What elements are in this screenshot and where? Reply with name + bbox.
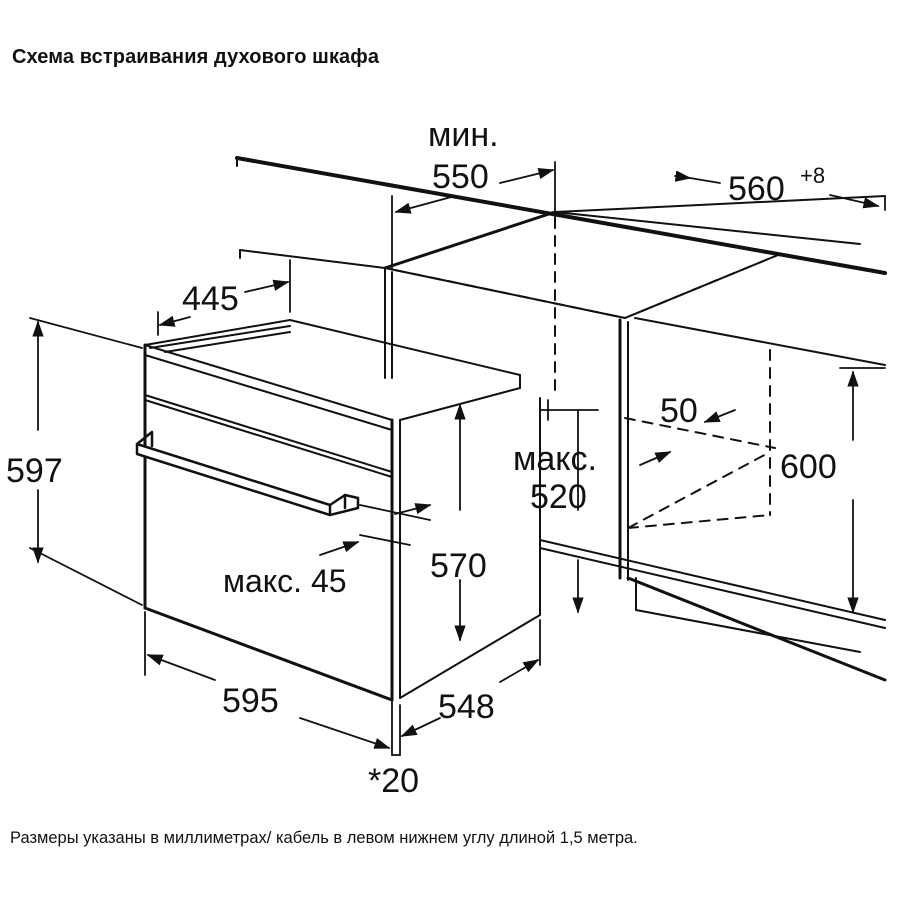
dimension-lines — [29, 161, 886, 756]
label-total-height: 597 — [6, 452, 63, 490]
niche-hidden-lines — [394, 217, 779, 529]
label-niche-height: 600 — [780, 448, 837, 486]
oven-handle — [135, 430, 360, 517]
label-min: мин. — [428, 116, 499, 154]
label-vent-gap: 50 — [660, 392, 698, 430]
label-depth-top: 445 — [182, 280, 239, 318]
label-niche-width: 560 — [728, 170, 785, 208]
label-width: 595 — [222, 682, 279, 720]
countertop — [235, 156, 887, 275]
label-body-height: 570 — [430, 547, 487, 585]
label-depth-min: 550 — [432, 158, 489, 196]
label-vent-max-word: макс. — [513, 440, 597, 478]
label-vent-max: 520 — [530, 478, 587, 516]
oven-body — [143, 319, 541, 702]
label-body-depth: 548 — [438, 688, 495, 726]
dimension-labels: мин. 550 560 +8 445 597 макс. 520 50 600… — [6, 116, 837, 800]
label-niche-width-tolerance: +8 — [800, 163, 825, 188]
page-title: Схема встраивания духового шкафа — [12, 46, 380, 68]
label-front-offset: *20 — [368, 762, 419, 800]
label-panel-max: макс. 45 — [223, 563, 347, 599]
footnote: Размеры указаны в миллиметрах/ кабель в … — [10, 829, 638, 847]
